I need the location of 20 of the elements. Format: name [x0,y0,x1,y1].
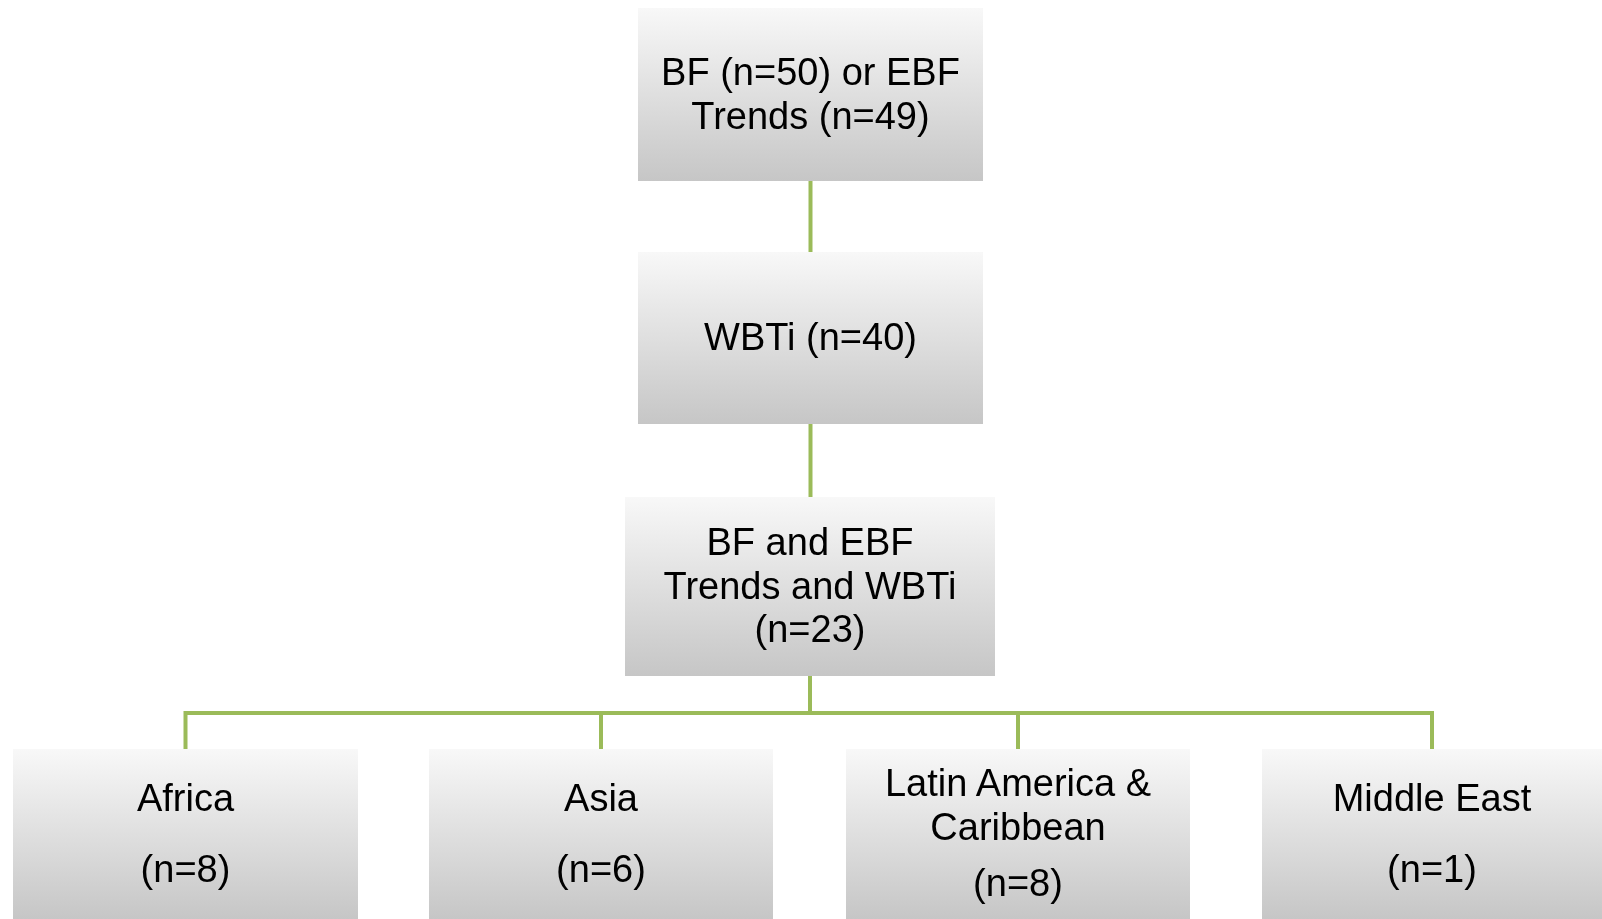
count-label: (n=8) [140,847,231,892]
count-label: (n=8) [973,862,1063,906]
box-label: Latin America & Caribbean [883,761,1153,850]
box-label: BF and EBF Trends and WBTi (n=23) [662,520,958,653]
process-box [1262,749,1602,919]
process-box [638,8,983,181]
process-box [625,497,995,676]
process-box [638,252,983,424]
connector-line [808,181,813,252]
process-box [13,749,358,919]
box-label: Middle East [1332,776,1532,821]
process-box [846,749,1190,919]
box-label: BF (n=50) or EBF Trends (n=49) [660,50,961,139]
connector-line [808,424,813,497]
box-label: WBTi (n=40) [704,316,917,360]
box-label: Africa [136,776,235,821]
count-label: (n=6) [556,847,646,892]
count-label: (n=1) [1387,847,1477,892]
process-box [429,749,773,919]
box-label: Asia [564,776,638,821]
